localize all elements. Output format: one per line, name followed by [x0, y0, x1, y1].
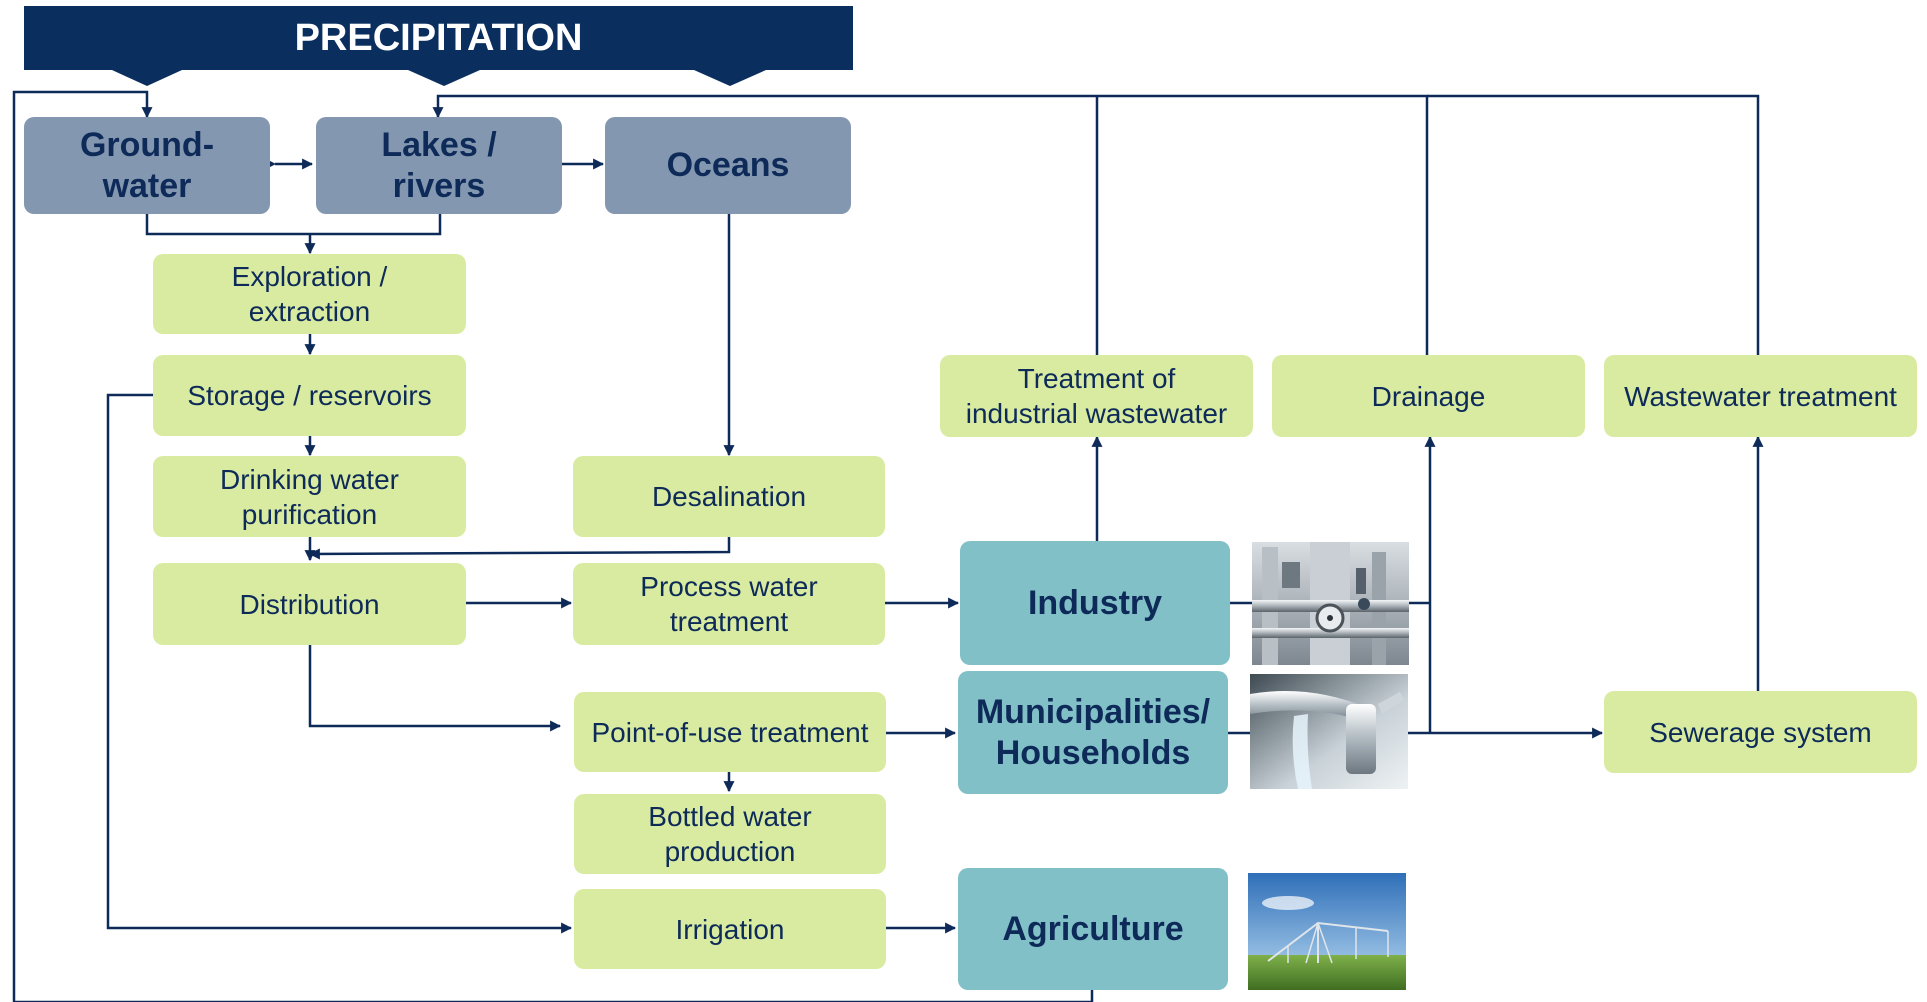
water-faucet-photo [1250, 674, 1408, 789]
banner-pointer-oceans [694, 70, 766, 86]
industrial-wastewater-node[interactable]: Treatment of industrial wastewater [940, 355, 1253, 437]
bottled-water-node[interactable]: Bottled water production [574, 794, 886, 874]
wastewater-treatment-node[interactable]: Wastewater treatment [1604, 355, 1917, 437]
municipalities-node[interactable]: Municipalities/ Households [958, 671, 1228, 794]
link-distribution-pointofuse [308, 645, 562, 732]
banner-pointer-lakes [408, 70, 480, 86]
desalination-node[interactable]: Desalination [573, 456, 885, 537]
link-desalination-distribution [308, 537, 731, 560]
lakes-rivers-node[interactable]: Lakes / rivers [316, 117, 562, 214]
process-water-node[interactable]: Process water treatment [573, 563, 885, 645]
exploration-node[interactable]: Exploration / extraction [153, 254, 466, 334]
return-from-wastewater-treatment [1427, 94, 1760, 355]
return-from-drainage [1097, 94, 1429, 355]
drinking-water-node[interactable]: Drinking water purification [153, 456, 466, 537]
groundwater-node[interactable]: Ground- water [24, 117, 270, 214]
oceans-node[interactable]: Oceans [605, 117, 851, 214]
precipitation-banner: PRECIPITATION [24, 6, 853, 70]
return-line-to-lakes [432, 94, 1097, 119]
industry-node[interactable]: Industry [960, 541, 1230, 665]
sewerage-node[interactable]: Sewerage system [1604, 691, 1917, 773]
drainage-node[interactable]: Drainage [1272, 355, 1585, 437]
banner-pointer-groundwater [112, 70, 182, 86]
distribution-node[interactable]: Distribution [153, 563, 466, 645]
loop-agriculture-to-groundwater [12, 90, 1094, 1002]
link-storage-irrigation [106, 393, 573, 934]
storage-node[interactable]: Storage / reservoirs [153, 355, 466, 436]
irrigation-node[interactable]: Irrigation [574, 889, 886, 969]
industrial-piping-photo [1252, 542, 1409, 665]
irrigation-pivot-photo [1248, 873, 1406, 990]
agriculture-node[interactable]: Agriculture [958, 868, 1228, 990]
link-sources-exploration [145, 214, 442, 236]
point-of-use-node[interactable]: Point-of-use treatment [574, 692, 886, 772]
